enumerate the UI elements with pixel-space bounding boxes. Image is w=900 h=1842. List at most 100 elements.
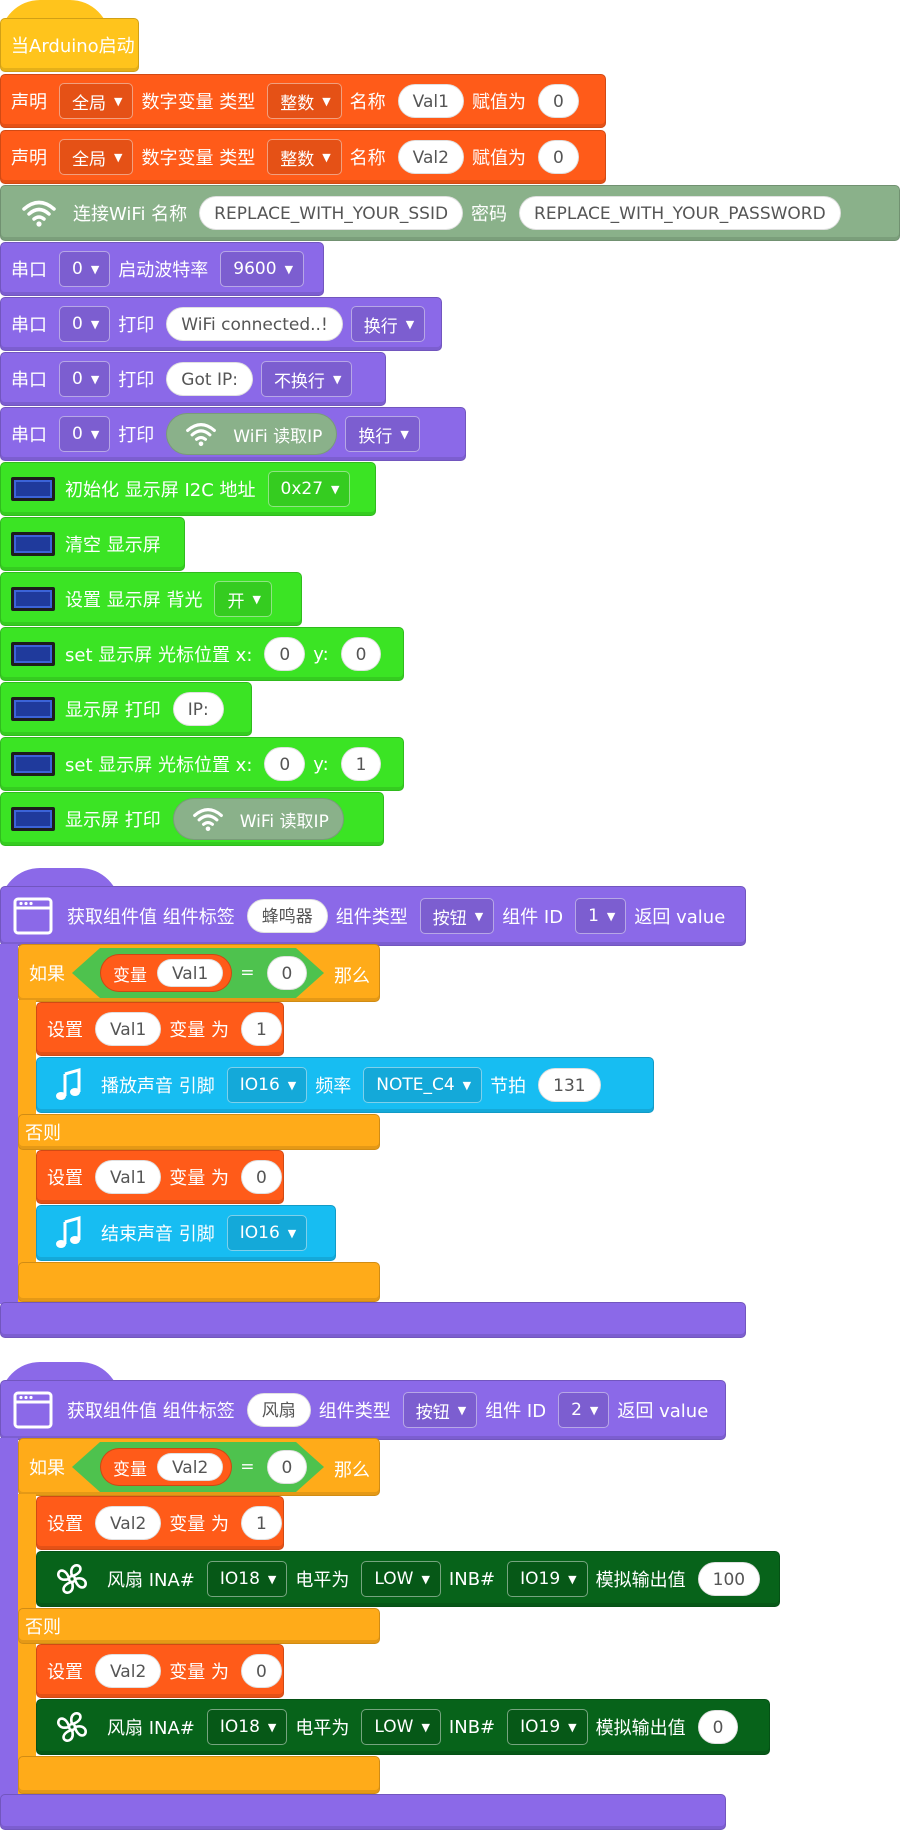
backlight-dropdown[interactable]: 开▼ (214, 581, 272, 617)
component-tag-input[interactable]: 蜂鸣器 (246, 899, 328, 933)
wifi-read-ip-reporter[interactable]: WiFi 读取IP (166, 413, 338, 455)
lcd-clear-block[interactable]: 清空 显示屏 (0, 517, 185, 571)
component-id-dropdown[interactable]: 2▼ (558, 1392, 610, 1428)
serial-print-connected-block[interactable]: 串口 0▼ 打印 WiFi connected..! 换行▼ (0, 297, 442, 351)
newline-dropdown[interactable]: 换行▼ (345, 416, 420, 452)
var-name-input[interactable]: Val2 (397, 140, 464, 174)
serial-begin-block[interactable]: 串口 0▼ 启动波特率 9600▼ (0, 242, 324, 296)
variable-name-input[interactable]: Val2 (157, 1453, 224, 1481)
lcd-cursor-block-1[interactable]: set 显示屏 光标位置 x: 0 y: 0 (0, 627, 404, 681)
serial-port-dropdown[interactable]: 0▼ (59, 306, 111, 342)
ina-pin-dropdown[interactable]: IO18▼ (206, 1709, 288, 1745)
lcd-icon (11, 532, 55, 556)
set-value-input[interactable]: 1 (241, 1012, 282, 1046)
newline-dropdown[interactable]: 换行▼ (350, 306, 426, 342)
serial-print-ip-block[interactable]: 串口 0▼ 打印 WiFi 读取IP 换行▼ (0, 407, 466, 461)
pin-dropdown[interactable]: IO16▼ (226, 1215, 308, 1251)
init-value-input[interactable]: 0 (537, 84, 579, 118)
analog-output-input[interactable]: 100 (697, 1562, 761, 1596)
lcd-cursor-block-2[interactable]: set 显示屏 光标位置 x: 0 y: 1 (0, 737, 404, 791)
lcd-print-ip-label-block[interactable]: 显示屏 打印 IP: (0, 682, 252, 736)
lcd-print-text-input[interactable]: IP: (172, 692, 224, 726)
beat-input[interactable]: 131 (538, 1068, 601, 1102)
frequency-dropdown[interactable]: NOTE_C4▼ (363, 1067, 483, 1103)
compare-value-input[interactable]: 0 (266, 1450, 308, 1484)
type-dropdown[interactable]: 整数▼ (267, 139, 342, 175)
inb-pin-dropdown[interactable]: IO19▼ (507, 1561, 588, 1597)
fan-control-block[interactable]: 风扇 INA# IO18▼ 电平为 LOW▼ INB# IO19▼ 模拟输出值 … (36, 1551, 780, 1607)
serial-port-dropdown[interactable]: 0▼ (59, 251, 111, 287)
newline-dropdown[interactable]: 不换行▼ (260, 361, 353, 397)
cursor-y-input[interactable]: 0 (340, 637, 382, 671)
if-else-block[interactable]: 如果 变量 Val2 = 0 那么 设置 Val2 变量 为 1 (18, 1438, 780, 1794)
set-var-input[interactable]: Val2 (95, 1506, 162, 1540)
component-tag-input[interactable]: 风扇 (246, 1393, 311, 1427)
init-value-input[interactable]: 0 (537, 140, 579, 174)
type-dropdown[interactable]: 整数▼ (267, 83, 342, 119)
declare-val2-block[interactable]: 声明 全局▼ 数字变量 类型 整数▼ 名称 Val2 赋值为 0 (0, 130, 606, 184)
inb-pin-dropdown[interactable]: IO19▼ (507, 1709, 588, 1745)
cursor-y-input[interactable]: 1 (340, 747, 382, 781)
analog-output-input[interactable]: 0 (697, 1710, 739, 1744)
wifi-read-ip-reporter[interactable]: WiFi 读取IP (172, 798, 344, 840)
cursor-x-input[interactable]: 0 (264, 637, 306, 671)
lcd-icon (11, 752, 55, 776)
variable-reporter[interactable]: 变量 Val1 (100, 954, 233, 992)
baud-dropdown[interactable]: 9600▼ (220, 251, 305, 287)
serial-print-gotip-block[interactable]: 串口 0▼ 打印 Got IP: 不换行▼ (0, 352, 386, 406)
reporter-label: WiFi 读取IP (233, 426, 323, 447)
play-tone-block[interactable]: 播放声音 引脚 IO16▼ 频率 NOTE_C4▼ 节拍 131 (36, 1057, 654, 1113)
variable-label: 变量 (113, 965, 147, 986)
set-variable-block[interactable]: 设置 Val2 变量 为 0 (36, 1644, 284, 1698)
lcd-icon (11, 642, 55, 666)
variable-name-input[interactable]: Val1 (157, 959, 224, 987)
component-type-dropdown[interactable]: 按钮▼ (419, 898, 495, 934)
set-variable-block[interactable]: 设置 Val2 变量 为 1 (36, 1496, 284, 1550)
scope-dropdown[interactable]: 全局▼ (59, 83, 134, 119)
start-hat-block[interactable]: 当Arduino启动 (0, 0, 139, 72)
cursor-x-input[interactable]: 0 (264, 747, 306, 781)
var-name-input[interactable]: Val1 (397, 84, 464, 118)
set-variable-block[interactable]: 设置 Val1 变量 为 0 (36, 1150, 284, 1204)
serial-port-dropdown[interactable]: 0▼ (59, 416, 111, 452)
declare-val1-block[interactable]: 声明 全局▼ 数字变量 类型 整数▼ 名称 Val1 赋值为 0 (0, 74, 606, 128)
set-var-input[interactable]: Val1 (95, 1012, 162, 1046)
password-input[interactable]: REPLACE_WITH_YOUR_PASSWORD (519, 196, 841, 230)
if-else-block[interactable]: 如果 变量 Val1 = 0 那么 设置 Val1 变量 为 1 (18, 944, 654, 1302)
set-var-input[interactable]: Val1 (95, 1160, 162, 1194)
set-value-input[interactable]: 0 (241, 1654, 282, 1688)
serial-port-dropdown[interactable]: 0▼ (59, 361, 111, 397)
lcd-backlight-block[interactable]: 设置 显示屏 背光 开▼ (0, 572, 302, 626)
pin-dropdown[interactable]: IO16▼ (226, 1067, 308, 1103)
stop-tone-block[interactable]: 结束声音 引脚 IO16▼ (36, 1205, 336, 1261)
lcd-print-label: 显示屏 打印 (65, 700, 161, 721)
set-kw: 设置 (47, 1168, 83, 1189)
window-icon (13, 1391, 53, 1429)
ina-pin-dropdown[interactable]: IO18▼ (206, 1561, 288, 1597)
ssid-input[interactable]: REPLACE_WITH_YOUR_SSID (199, 196, 464, 230)
set-variable-block[interactable]: 设置 Val1 变量 为 1 (36, 1002, 284, 1056)
level-dropdown[interactable]: LOW▼ (361, 1561, 441, 1597)
print-text-input[interactable]: Got IP: (166, 362, 253, 396)
event-buzzer-block[interactable]: 获取组件值 组件标签 蜂鸣器 组件类型 按钮▼ 组件 ID 1▼ 返回 valu… (0, 868, 746, 1348)
lcd-print-ip-block[interactable]: 显示屏 打印 WiFi 读取IP (0, 792, 384, 846)
variable-reporter[interactable]: 变量 Val2 (100, 1448, 233, 1486)
component-type-dropdown[interactable]: 按钮▼ (402, 1392, 478, 1428)
event-fan-block[interactable]: 获取组件值 组件标签 风扇 组件类型 按钮▼ 组件 ID 2▼ 返回 value… (0, 1362, 900, 1838)
print-text-input[interactable]: WiFi connected..! (166, 307, 343, 341)
fan-control-block[interactable]: 风扇 INA# IO18▼ 电平为 LOW▼ INB# IO19▼ 模拟输出值 … (36, 1699, 770, 1755)
set-value-input[interactable]: 1 (241, 1506, 282, 1540)
level-dropdown[interactable]: LOW▼ (361, 1709, 441, 1745)
type-label: 数字变量 类型 (141, 92, 256, 113)
set-var-input[interactable]: Val2 (95, 1654, 162, 1688)
scope-dropdown[interactable]: 全局▼ (59, 139, 134, 175)
lcd-init-block[interactable]: 初始化 显示屏 I2C 地址 0x27▼ (0, 462, 376, 516)
component-id-dropdown[interactable]: 1▼ (575, 898, 627, 934)
compare-value-input[interactable]: 0 (266, 956, 308, 990)
i2c-address-dropdown[interactable]: 0x27▼ (267, 471, 351, 507)
analog-output-label: 模拟输出值 (595, 1570, 686, 1591)
set-value-input[interactable]: 0 (241, 1160, 282, 1194)
beat-label: 节拍 (490, 1076, 527, 1097)
fan-icon (55, 1562, 89, 1596)
wifi-connect-block[interactable]: 连接WiFi 名称 REPLACE_WITH_YOUR_SSID 密码 REPL… (0, 185, 900, 241)
